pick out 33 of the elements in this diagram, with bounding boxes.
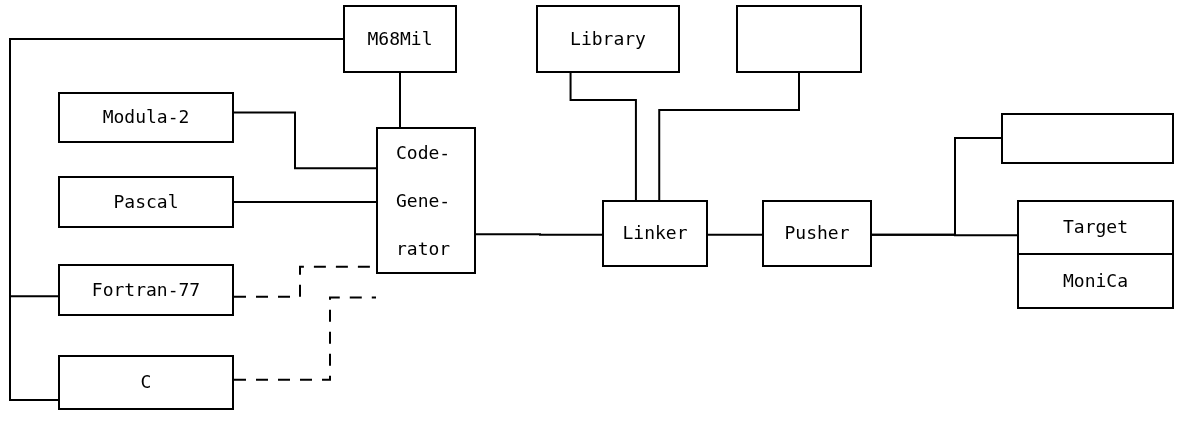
process-box <box>762 200 872 267</box>
process-box <box>376 127 476 274</box>
box-label: C <box>140 371 152 394</box>
box-label: MoniCa <box>1063 269 1128 293</box>
connector-line <box>475 233 603 236</box>
process-box <box>58 176 234 228</box>
process-box <box>536 5 680 73</box>
connector-line <box>871 233 1018 237</box>
connector-line <box>399 72 401 128</box>
process-box <box>1001 113 1174 164</box>
box-label: M68Mil <box>367 27 433 51</box>
box-label: Linker <box>622 222 688 245</box>
box-label: Fortran-77 <box>91 278 201 302</box>
connector-line <box>707 233 763 236</box>
box-label: Pascal <box>113 190 179 214</box>
process-box <box>343 5 457 73</box>
process-box <box>602 200 708 267</box>
process-box <box>58 355 234 410</box>
process-box <box>1017 200 1174 255</box>
connector-line <box>658 72 800 201</box>
process-box <box>1017 253 1174 309</box>
box-label: Pusher <box>784 222 850 245</box>
box-label: Modula-2 <box>102 106 190 129</box>
process-box <box>58 92 234 143</box>
connector-line <box>233 200 377 203</box>
process-box <box>58 264 234 316</box>
connector-line <box>233 111 377 170</box>
connector-line <box>569 72 637 201</box>
process-box <box>736 5 862 73</box>
box-label: Library <box>570 27 646 51</box>
connector-line <box>233 296 377 381</box>
box-label: Code- Gene- rator <box>396 140 452 261</box>
box-label: Target <box>1063 216 1128 239</box>
